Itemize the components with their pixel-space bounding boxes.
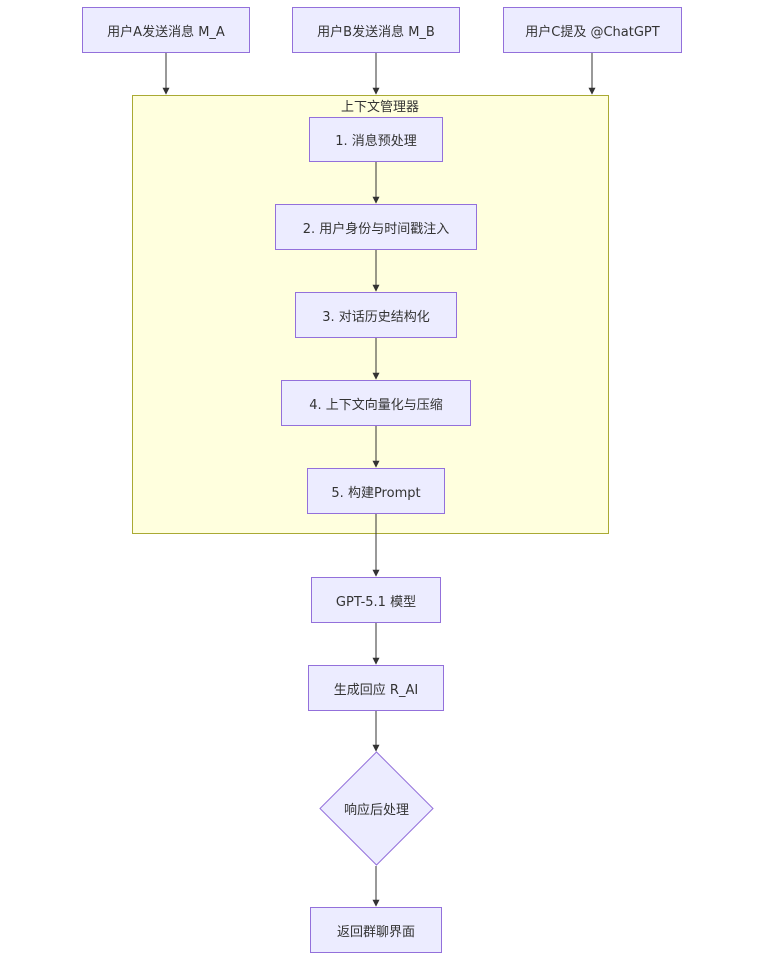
- cluster-label: 上下文管理器: [340, 100, 419, 115]
- step5-build-prompt-node: 5. 构建Prompt: [307, 468, 445, 514]
- user-c-node: 用户C提及 @ChatGPT: [503, 7, 682, 53]
- step3-history-structure-node: 3. 对话历史结构化: [295, 292, 457, 338]
- decision-label: 响应后处理: [343, 803, 409, 818]
- step4-vectorize-compress-node: 4. 上下文向量化与压缩: [281, 380, 471, 426]
- model-node: GPT-5.1 模型: [311, 577, 441, 623]
- decision-diamond: [319, 751, 434, 866]
- user-a-node: 用户A发送消息 M_A: [82, 7, 250, 53]
- user-b-node: 用户B发送消息 M_B: [292, 7, 460, 53]
- step2-identity-timestamp-node: 2. 用户身份与时间戳注入: [275, 204, 477, 250]
- step1-preprocess-node: 1. 消息预处理: [309, 117, 443, 162]
- response-node: 生成回应 R_AI: [308, 665, 444, 711]
- output-node: 返回群聊界面: [310, 907, 442, 953]
